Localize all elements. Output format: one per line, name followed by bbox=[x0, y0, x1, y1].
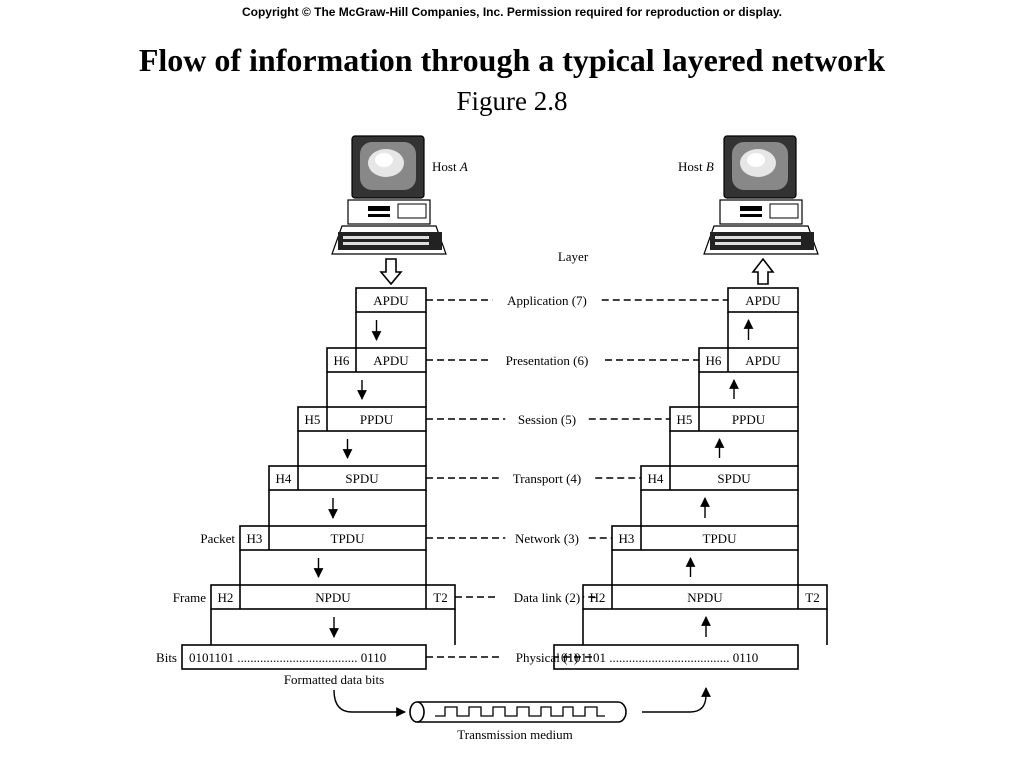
host-a-label: Host A bbox=[432, 159, 468, 174]
host-b-label: Host B bbox=[678, 159, 714, 174]
transmission-medium-label: Transmission medium bbox=[457, 727, 572, 742]
bit-stream-a: 0101101 ................................… bbox=[189, 650, 386, 665]
pdu-box-a bbox=[355, 287, 427, 313]
pdu-box-b bbox=[611, 525, 799, 551]
to-medium-arrow bbox=[333, 689, 406, 717]
pdu-box-b bbox=[640, 465, 799, 491]
pdu-box-a bbox=[326, 347, 427, 373]
header-cell-b: H2 bbox=[590, 590, 606, 605]
layer-name-label: Application (7) bbox=[507, 293, 587, 308]
figure-number: Figure 2.8 bbox=[456, 86, 568, 116]
trailer-cell-a: T2 bbox=[433, 590, 447, 605]
trailer-cell-b: T2 bbox=[805, 590, 819, 605]
header-cell-b: H5 bbox=[677, 412, 693, 427]
pdu-box-a bbox=[268, 465, 427, 491]
payload-cell-b: APDU bbox=[745, 353, 781, 368]
pdu-type-label: Frame bbox=[173, 590, 206, 605]
host-b-computer-icon bbox=[703, 135, 819, 255]
header-cell-b: H3 bbox=[619, 531, 635, 546]
pdu-type-label: Packet bbox=[200, 531, 235, 546]
header-cell-a: H5 bbox=[305, 412, 321, 427]
pdu-box-a bbox=[210, 584, 456, 610]
layer-name-label: Physical (1) bbox=[516, 650, 578, 665]
payload-cell-a: APDU bbox=[373, 353, 409, 368]
pdu-box-b bbox=[669, 406, 799, 432]
payload-cell-b: SPDU bbox=[717, 471, 751, 486]
header-cell-a: H6 bbox=[334, 353, 350, 368]
pdu-type-label: Bits bbox=[156, 650, 177, 665]
payload-cell-b: NPDU bbox=[687, 590, 723, 605]
payload-cell-b: APDU bbox=[745, 293, 781, 308]
layer-name-label: Transport (4) bbox=[513, 471, 582, 486]
from-medium-arrow bbox=[642, 687, 711, 713]
header-cell-b: H4 bbox=[648, 471, 664, 486]
header-cell-a: H2 bbox=[218, 590, 234, 605]
header-cell-a: H4 bbox=[276, 471, 292, 486]
payload-cell-a: TPDU bbox=[331, 531, 366, 546]
payload-cell-a: PPDU bbox=[360, 412, 394, 427]
transmission-medium-cable bbox=[409, 701, 627, 723]
host-a-computer-icon bbox=[331, 135, 447, 255]
pdu-box-b bbox=[582, 584, 828, 610]
layer-name-label: Session (5) bbox=[518, 412, 576, 427]
layer-name-label: Network (3) bbox=[515, 531, 579, 546]
payload-cell-a: APDU bbox=[373, 293, 409, 308]
host-a-down-arrow-icon bbox=[379, 258, 403, 286]
header-cell-a: H3 bbox=[247, 531, 263, 546]
layer-heading: Layer bbox=[558, 249, 589, 264]
copyright-notice: Copyright © The McGraw-Hill Companies, I… bbox=[241, 5, 783, 19]
formatted-data-bits-label: Formatted data bits bbox=[284, 672, 384, 687]
payload-cell-b: PPDU bbox=[732, 412, 766, 427]
payload-cell-a: NPDU bbox=[315, 590, 351, 605]
host-b-up-arrow-icon bbox=[751, 257, 775, 285]
payload-cell-a: SPDU bbox=[345, 471, 379, 486]
payload-cell-b: TPDU bbox=[703, 531, 738, 546]
page-title: Flow of information through a typical la… bbox=[138, 42, 886, 78]
layer-name-label: Data link (2) bbox=[514, 590, 580, 605]
bit-stream-b: 0101101 ................................… bbox=[561, 650, 758, 665]
layer-name-label: Presentation (6) bbox=[506, 353, 589, 368]
header-cell-b: H6 bbox=[706, 353, 722, 368]
